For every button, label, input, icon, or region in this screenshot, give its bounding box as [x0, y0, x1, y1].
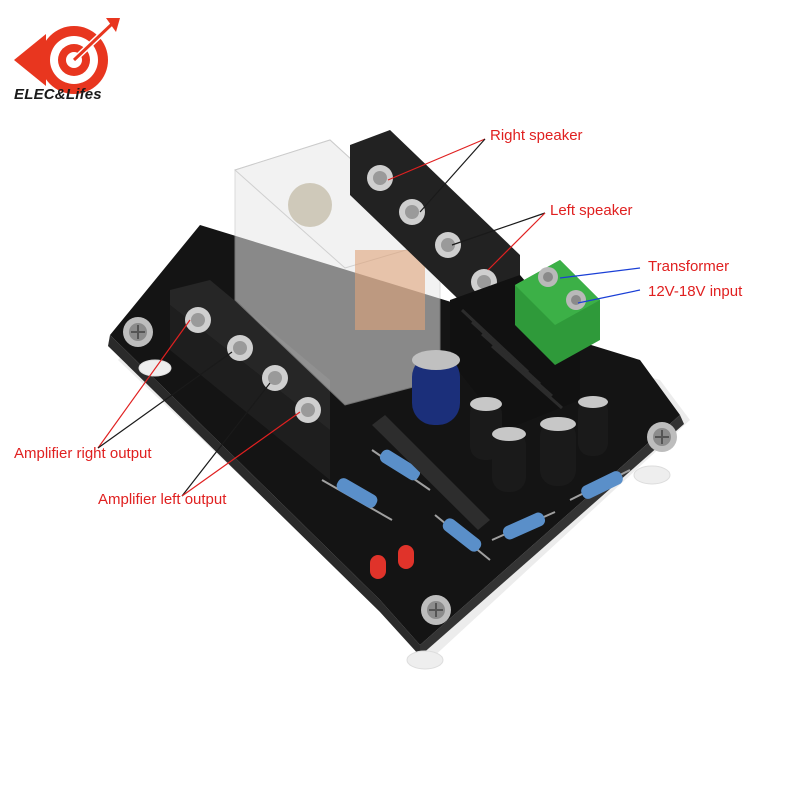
- red-led: [370, 545, 414, 579]
- target-logo-icon: [14, 18, 120, 94]
- resistor: [434, 514, 491, 561]
- label-input-voltage: 12V-18V input: [648, 283, 743, 300]
- electrolytic-capacitor: [578, 396, 608, 456]
- label-left-speaker: Left speaker: [550, 202, 633, 219]
- mounting-screw-icon: [123, 317, 153, 347]
- resistor: [371, 449, 431, 491]
- callout-pointer-lines: [97, 138, 641, 497]
- brand-logo: [8, 14, 138, 114]
- mounting-screw-icon: [421, 595, 451, 625]
- electrolytic-capacitor: [540, 417, 576, 486]
- label-amp-right-output: Amplifier right output: [14, 445, 152, 462]
- resistor: [321, 478, 393, 521]
- mounting-screw-icon: [647, 422, 677, 452]
- resistor: [491, 511, 556, 541]
- resistor: [569, 469, 631, 501]
- label-transformer: Transformer: [648, 258, 730, 275]
- electrolytic-capacitor: [412, 350, 460, 425]
- electrolytic-capacitor: [492, 427, 526, 492]
- transformer-input-terminal: [515, 260, 600, 365]
- brand-name: ELEC&Lifes: [14, 86, 102, 103]
- label-right-speaker: Right speaker: [490, 127, 583, 144]
- label-amp-left-output: Amplifier left output: [98, 491, 227, 508]
